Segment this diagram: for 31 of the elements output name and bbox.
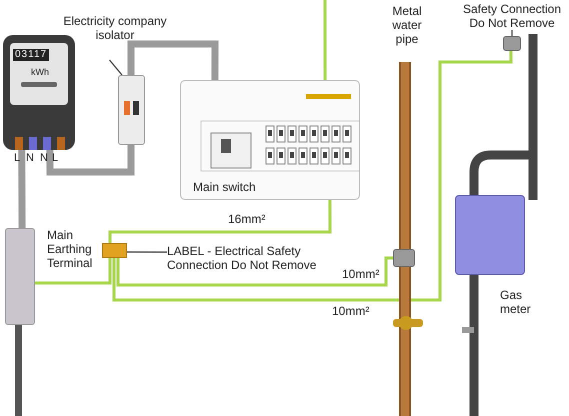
earth-clamp — [393, 249, 415, 267]
safety-label: Safety Connection Do Not Remove — [462, 2, 562, 30]
terminal-letter: L — [52, 152, 58, 164]
meter-reading: 03117 — [13, 49, 50, 61]
edge-label: 16mm² — [226, 212, 268, 226]
isolator-switch — [118, 75, 145, 145]
terminal-letter: N — [26, 152, 34, 164]
terminal-letter: L — [14, 152, 20, 164]
unit-label: kWh — [31, 67, 49, 77]
cable — [116, 256, 393, 286]
cable — [324, 0, 327, 80]
cable — [128, 40, 218, 80]
terminal-letter: N — [40, 152, 48, 164]
safety-label: LABEL - Electrical Safety Connection Do Not Remove — [167, 244, 318, 272]
cable — [108, 200, 332, 243]
electricity-meter — [3, 35, 75, 150]
leader-line — [109, 60, 122, 76]
service-cutout — [5, 228, 35, 325]
meter-label: Gas meter — [500, 288, 531, 316]
pipe-label: Metal water pipe — [391, 4, 423, 46]
terminal-caption: Main Earthing Terminal — [47, 228, 94, 270]
consumer-unit — [180, 80, 360, 200]
isolator-label: Electricity company isolator — [62, 14, 168, 42]
leader-line — [127, 251, 167, 253]
cable — [35, 258, 112, 284]
switch-label: Main switch — [193, 180, 256, 194]
cable — [18, 150, 26, 228]
edge-label: 10mm² — [340, 267, 382, 281]
cable — [112, 50, 513, 302]
earth-clamp — [503, 36, 521, 51]
edge-label: 10mm² — [330, 304, 372, 318]
